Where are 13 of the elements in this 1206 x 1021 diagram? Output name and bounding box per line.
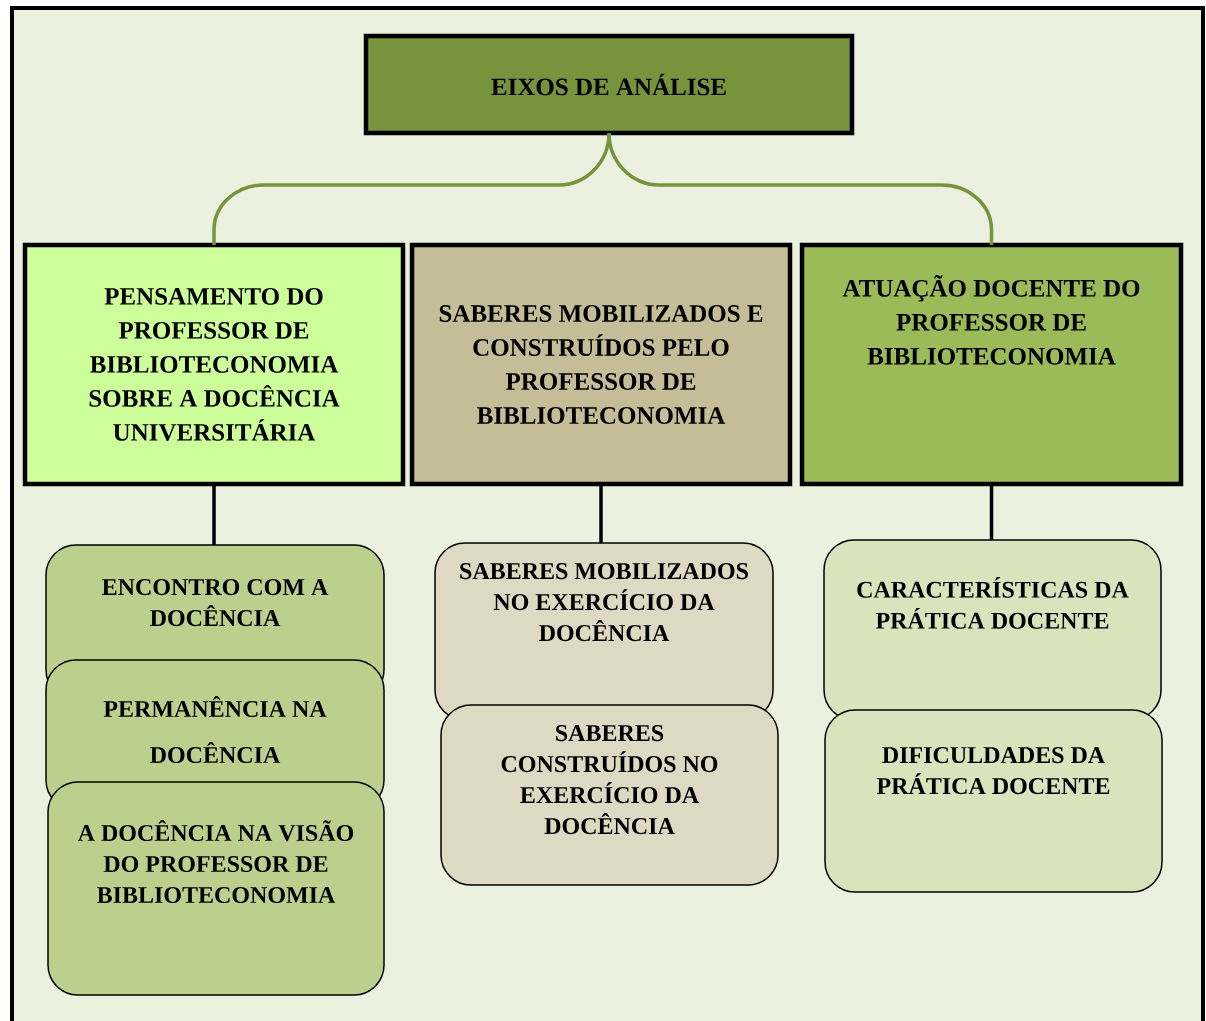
subcategory-box: DIFICULDADES DA PRÁTICA DOCENTE bbox=[824, 709, 1163, 893]
subcategory-box: CARACTERÍSTICAS DA PRÁTICA DOCENTE bbox=[823, 539, 1162, 721]
brace-connector bbox=[607, 132, 994, 245]
category-box: SABERES MOBILIZADOS E CONSTRUÍDOS PELO PROFESSOR DE BIBLIOTECONOMIA bbox=[409, 242, 793, 487]
connector-line bbox=[212, 484, 216, 545]
connector-line bbox=[989, 484, 994, 540]
subcategory-box: A DOCÊNCIA NA VISÃO DO PROFESSOR DE BIBLIOTECONOMIA bbox=[47, 781, 385, 996]
category-box: PENSAMENTO DO PROFESSOR DE BIBLIOTECONOMIA SOBRE A DOCÊNCIA UNIVERSITÁRIA bbox=[22, 242, 406, 487]
subcategory-box: SABERES MOBILIZADOS NO EXERCÍCIO DA DOCÊNCIA bbox=[434, 542, 774, 721]
subcategory-box: SABERES CONSTRUÍDOS NO EXERCÍCIO DA DOCÊNCIA bbox=[440, 704, 779, 886]
heading-box: EIXOS DE ANÁLISE bbox=[363, 33, 855, 136]
connector-line bbox=[599, 484, 603, 543]
category-box: ATUAÇÃO DOCENTE DO PROFESSOR DE BIBLIOTECONOMIA bbox=[799, 242, 1184, 487]
